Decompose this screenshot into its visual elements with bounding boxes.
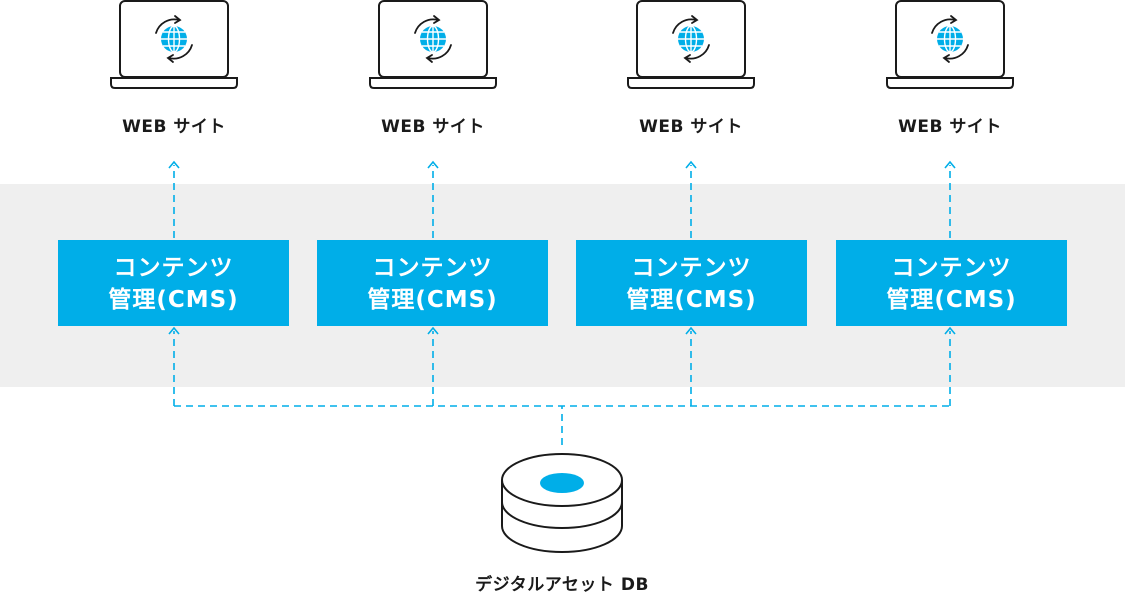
cms-box-2: コンテンツ 管理(CMS) [317,240,548,326]
cms-label-line2: 管理(CMS) [626,287,757,313]
web-site-2: WEB サイト [363,0,503,140]
cms-box-1: コンテンツ 管理(CMS) [58,240,289,326]
cms-label-line1: コンテンツ [372,255,493,281]
site-label: WEB サイト [122,117,226,137]
laptop-globe-icon [627,0,755,89]
cms-label-line1: コンテンツ [891,255,1012,281]
cms-label-line2: 管理(CMS) [108,287,239,313]
laptop-globe-icon [369,0,497,89]
cms-box-4: コンテンツ 管理(CMS) [836,240,1067,326]
laptop-globe-icon [886,0,1014,89]
cms-label-line1: コンテンツ [631,255,752,281]
site-label: WEB サイト [381,117,485,137]
web-site-3: WEB サイト [621,0,761,140]
cms-label-line1: コンテンツ [113,255,234,281]
cms-box-3: コンテンツ 管理(CMS) [576,240,807,326]
database-icon [501,453,623,553]
site-label: WEB サイト [898,117,1002,137]
site-label: WEB サイト [639,117,743,137]
laptop-globe-icon [110,0,238,89]
web-site-1: WEB サイト [104,0,244,140]
cms-label-line2: 管理(CMS) [886,287,1017,313]
database-label: デジタルアセット DB [475,575,649,595]
cms-label-line2: 管理(CMS) [367,287,498,313]
web-site-4: WEB サイト [880,0,1020,140]
